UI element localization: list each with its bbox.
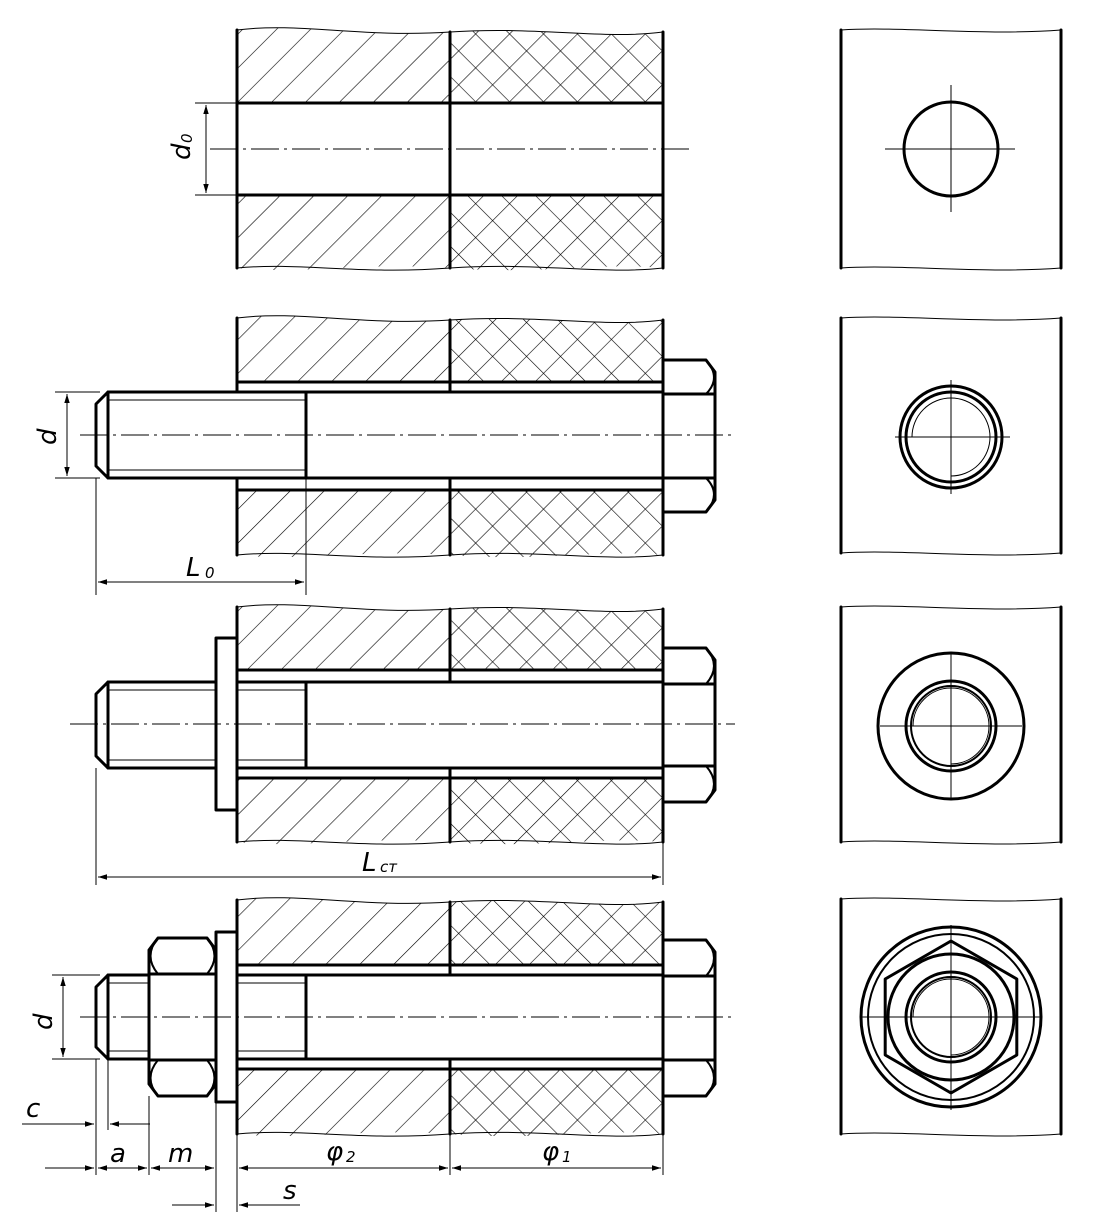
dim-phi1-sub: 1 [562, 1148, 572, 1166]
dim-Lst-label: L [362, 848, 377, 878]
dim-a-label: a [110, 1139, 126, 1169]
dim-L0-sub: 0 [205, 564, 215, 582]
view-1-hole-section: d 0 [167, 27, 690, 271]
dim-phi2-sub: 2 [346, 1148, 356, 1166]
view-4-side-plate [839, 897, 1063, 1137]
dim-L0-label: L [186, 553, 201, 583]
dim-phi2-label: φ [326, 1137, 343, 1167]
dim-m-label: m [168, 1139, 193, 1169]
dim-s-label: s [283, 1176, 297, 1206]
dim-phi1-label: φ [542, 1137, 559, 1167]
dim-d-label-view2: d [33, 428, 63, 445]
view-2-side-plate [839, 316, 1063, 556]
dim-c-label: c [26, 1094, 40, 1124]
dim-d-label-view4: d [29, 1013, 59, 1030]
dim-Lst-sub: cт [380, 858, 398, 876]
view-3-side-plate [839, 605, 1063, 845]
view-1-side-plate [839, 28, 1063, 271]
view-3-with-washer: L cт [70, 604, 735, 885]
view-2-bolt-inserted: d L 0 [33, 315, 735, 595]
view-4-with-nut: d c a m φ 2 φ 1 s [22, 897, 735, 1212]
dim-d0-sub: 0 [178, 133, 196, 143]
dim-d0-label: d [167, 143, 197, 160]
